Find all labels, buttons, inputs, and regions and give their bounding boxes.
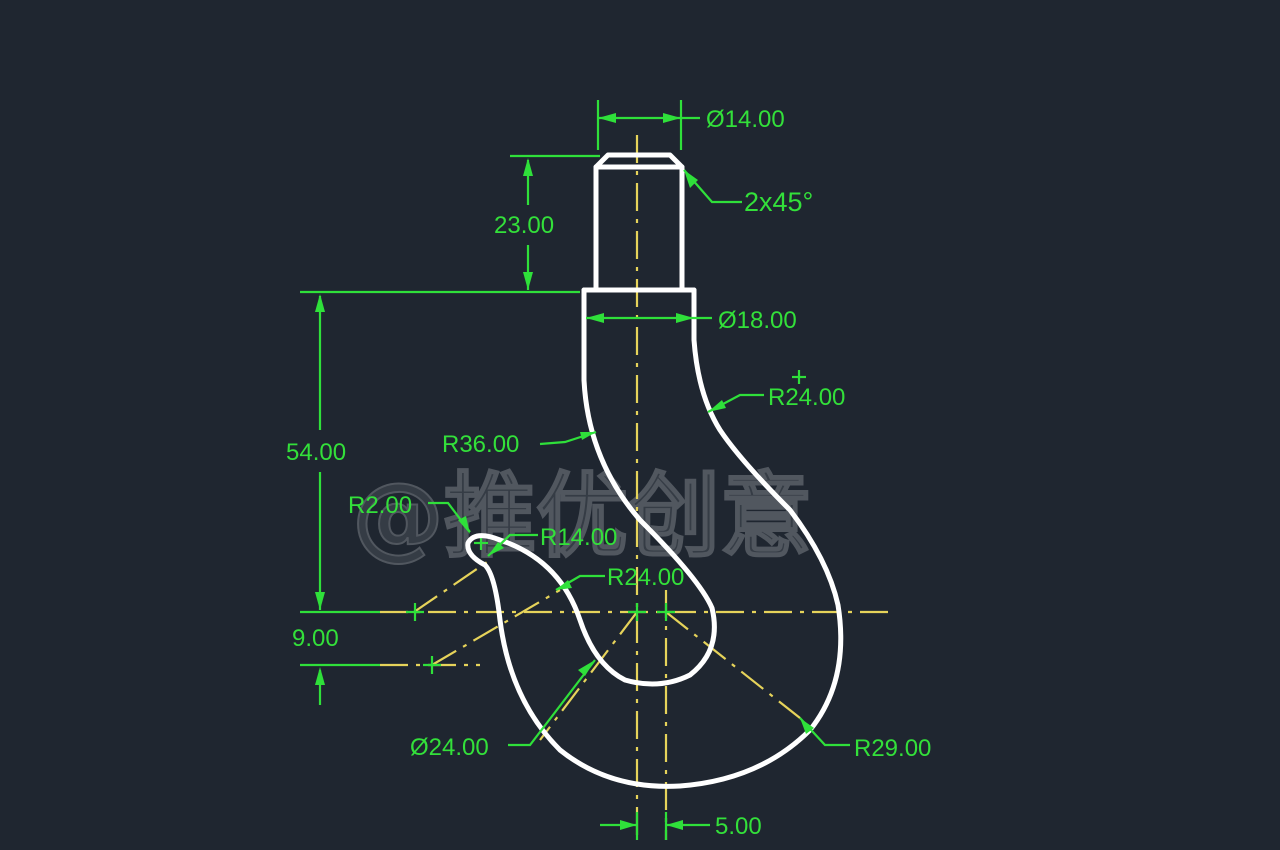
dim-chamfer: 2x45° xyxy=(744,187,813,217)
watermark: @推优创意 xyxy=(351,462,813,571)
dim-inner-arc-radius: R24.00 xyxy=(607,564,684,591)
dim-shank-length: 23.00 xyxy=(494,212,554,239)
dim-inner-upper-radius: R36.00 xyxy=(442,431,519,458)
dim-outer-lower-radius: R29.00 xyxy=(854,735,931,762)
dim-tip-radius: R2.00 xyxy=(348,492,412,519)
svg-text:@推优创意: @推优创意 xyxy=(352,463,812,570)
dim-body-height: 54.00 xyxy=(286,439,346,466)
dim-shank-diameter: Ø14.00 xyxy=(706,106,785,133)
dim-tip-arc-radius: R14.00 xyxy=(540,524,617,551)
dim-neck-diameter: Ø18.00 xyxy=(718,307,797,334)
dimension-labels: Ø14.00 2x45° 23.00 Ø18.00 R24.00 54.00 R… xyxy=(286,106,931,840)
center-marks xyxy=(406,370,806,674)
dim-outer-upper-radius: R24.00 xyxy=(768,384,845,411)
hook-outline xyxy=(465,152,844,789)
arrowheads xyxy=(315,113,814,830)
dim-center-offset: 5.00 xyxy=(715,813,762,840)
dim-throat-diameter: Ø24.00 xyxy=(410,734,489,761)
dim-offset-vertical: 9.00 xyxy=(292,625,339,652)
